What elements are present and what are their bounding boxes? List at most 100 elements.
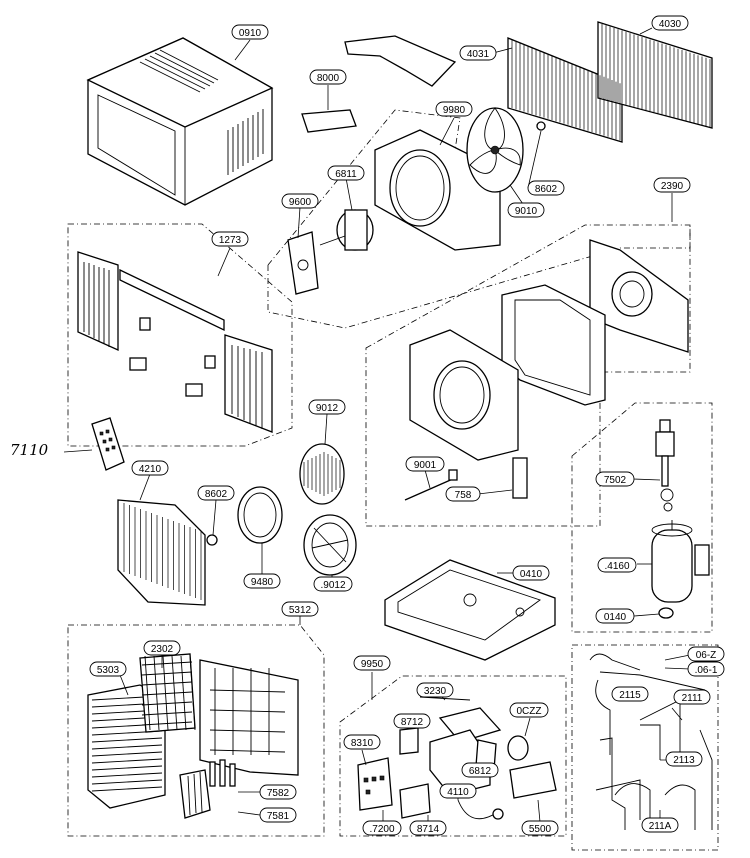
label-8714: 8714: [409, 820, 447, 836]
svg-text:4031: 4031: [467, 49, 490, 60]
svg-text:2302: 2302: [151, 644, 174, 655]
label-9001: 9001: [405, 456, 445, 472]
svg-text:9012: 9012: [316, 403, 339, 414]
svg-text:5303: 5303: [97, 665, 120, 676]
svg-text:.9012: .9012: [320, 580, 345, 591]
cabinet-0910: [86, 37, 274, 206]
label-2302: 2302: [143, 640, 181, 656]
svg-text:0CZZ: 0CZZ: [517, 706, 542, 717]
hatch-line: [141, 721, 193, 726]
label-8712: 8712: [393, 713, 431, 729]
label-0140: 0140: [595, 608, 635, 624]
hatch-line: [141, 671, 193, 676]
evaporator-coil: [117, 473, 283, 606]
hatch-line: [162, 655, 169, 731]
label-5303: 5303: [89, 661, 127, 677]
hatch-line: [91, 765, 163, 771]
svg-text:0140: 0140: [604, 612, 627, 623]
orifice-and-fan: [374, 107, 546, 251]
label-0CZZ: 0CZZ: [509, 702, 549, 718]
svg-text:.06-1: .06-1: [695, 665, 718, 676]
svg-text:.7200: .7200: [369, 824, 394, 835]
label-4110: 4110: [439, 783, 477, 799]
condenser-coils: [492, 21, 713, 143]
svg-text:2115: 2115: [619, 690, 641, 701]
svg-text:2390: 2390: [661, 181, 684, 192]
label-9980: 9980: [435, 101, 473, 117]
label-4210: 4210: [131, 460, 169, 476]
label-2113: 2113: [665, 751, 703, 767]
hatch-line: [91, 772, 163, 778]
svg-text:6811: 6811: [335, 169, 357, 180]
label-8602-top: 8602: [527, 180, 565, 196]
hatch-line: [209, 689, 286, 693]
svg-text:8602: 8602: [205, 489, 228, 500]
hatch-line: [209, 709, 286, 713]
front-panel-assembly: [87, 615, 301, 819]
svg-text:9600: 9600: [289, 197, 312, 208]
label-7582: 7582: [259, 784, 297, 800]
hatch-line: [144, 655, 151, 731]
hatch-line: [141, 691, 193, 696]
svg-text:7502: 7502: [604, 475, 627, 486]
label-9012-top: 9012: [308, 399, 346, 415]
svg-text:8714: 8714: [417, 824, 440, 835]
label-2390: 2390: [653, 177, 691, 193]
label-061: .06-1: [687, 661, 725, 677]
label-06Z: 06-Z: [687, 646, 725, 662]
svg-text:9950: 9950: [361, 659, 384, 670]
svg-text:211A: 211A: [649, 821, 672, 832]
label-6812: 6812: [461, 762, 499, 778]
svg-text:0910: 0910: [239, 28, 262, 39]
label-4031: 4031: [459, 45, 497, 61]
svg-text:0410: 0410: [520, 569, 543, 580]
svg-text:6812: 6812: [469, 766, 492, 777]
svg-text:.4160: .4160: [604, 561, 629, 572]
svg-text:7582: 7582: [267, 788, 290, 799]
label-2111: 2111: [673, 689, 711, 705]
svg-text:758: 758: [455, 490, 472, 501]
label-8310: 8310: [343, 734, 381, 750]
label-2115: 2115: [611, 686, 649, 702]
control-assembly: [357, 672, 557, 823]
front-grille-frame: [77, 247, 273, 433]
hatch-line: [141, 661, 193, 666]
shaft-and-plate: [404, 457, 528, 501]
label-8000: 8000: [309, 69, 347, 85]
label-5312: 5312: [281, 601, 319, 617]
base-pan: [384, 559, 556, 661]
label-3230: 3230: [416, 682, 454, 698]
label-0410: 0410: [512, 565, 550, 581]
svg-text:2113: 2113: [673, 755, 695, 766]
label-1273: 1273: [211, 231, 249, 247]
hatch-line: [209, 729, 286, 733]
hatch-line: [141, 701, 193, 706]
hatch-line: [91, 751, 163, 757]
svg-text:8000: 8000: [317, 73, 340, 84]
svg-text:2111: 2111: [682, 693, 703, 704]
refrigerant-tubes: [589, 653, 713, 830]
compressor: [632, 419, 710, 619]
hatch-line: [189, 655, 196, 731]
svg-text:4210: 4210: [139, 464, 162, 475]
remote-control: [63, 417, 125, 471]
label-4030: 4030: [651, 15, 689, 31]
label-0910: 0910: [231, 24, 269, 40]
hatch-line: [91, 737, 163, 743]
label-9010: 9010: [507, 202, 545, 218]
label-9012-bottom: .9012: [313, 576, 353, 592]
svg-text:4110: 4110: [447, 787, 469, 798]
label-211A: 211A: [641, 817, 679, 833]
svg-text:8712: 8712: [401, 717, 424, 728]
label-7200: .7200: [362, 820, 402, 836]
hatch-line: [91, 744, 163, 750]
svg-text:1273: 1273: [219, 235, 242, 246]
svg-text:9001: 9001: [414, 460, 437, 471]
group-boxes: [67, 109, 719, 851]
hatch-line: [91, 786, 163, 792]
top-bracket: [301, 35, 457, 133]
svg-text:4030: 4030: [659, 19, 682, 30]
svg-text:8602: 8602: [535, 184, 558, 195]
